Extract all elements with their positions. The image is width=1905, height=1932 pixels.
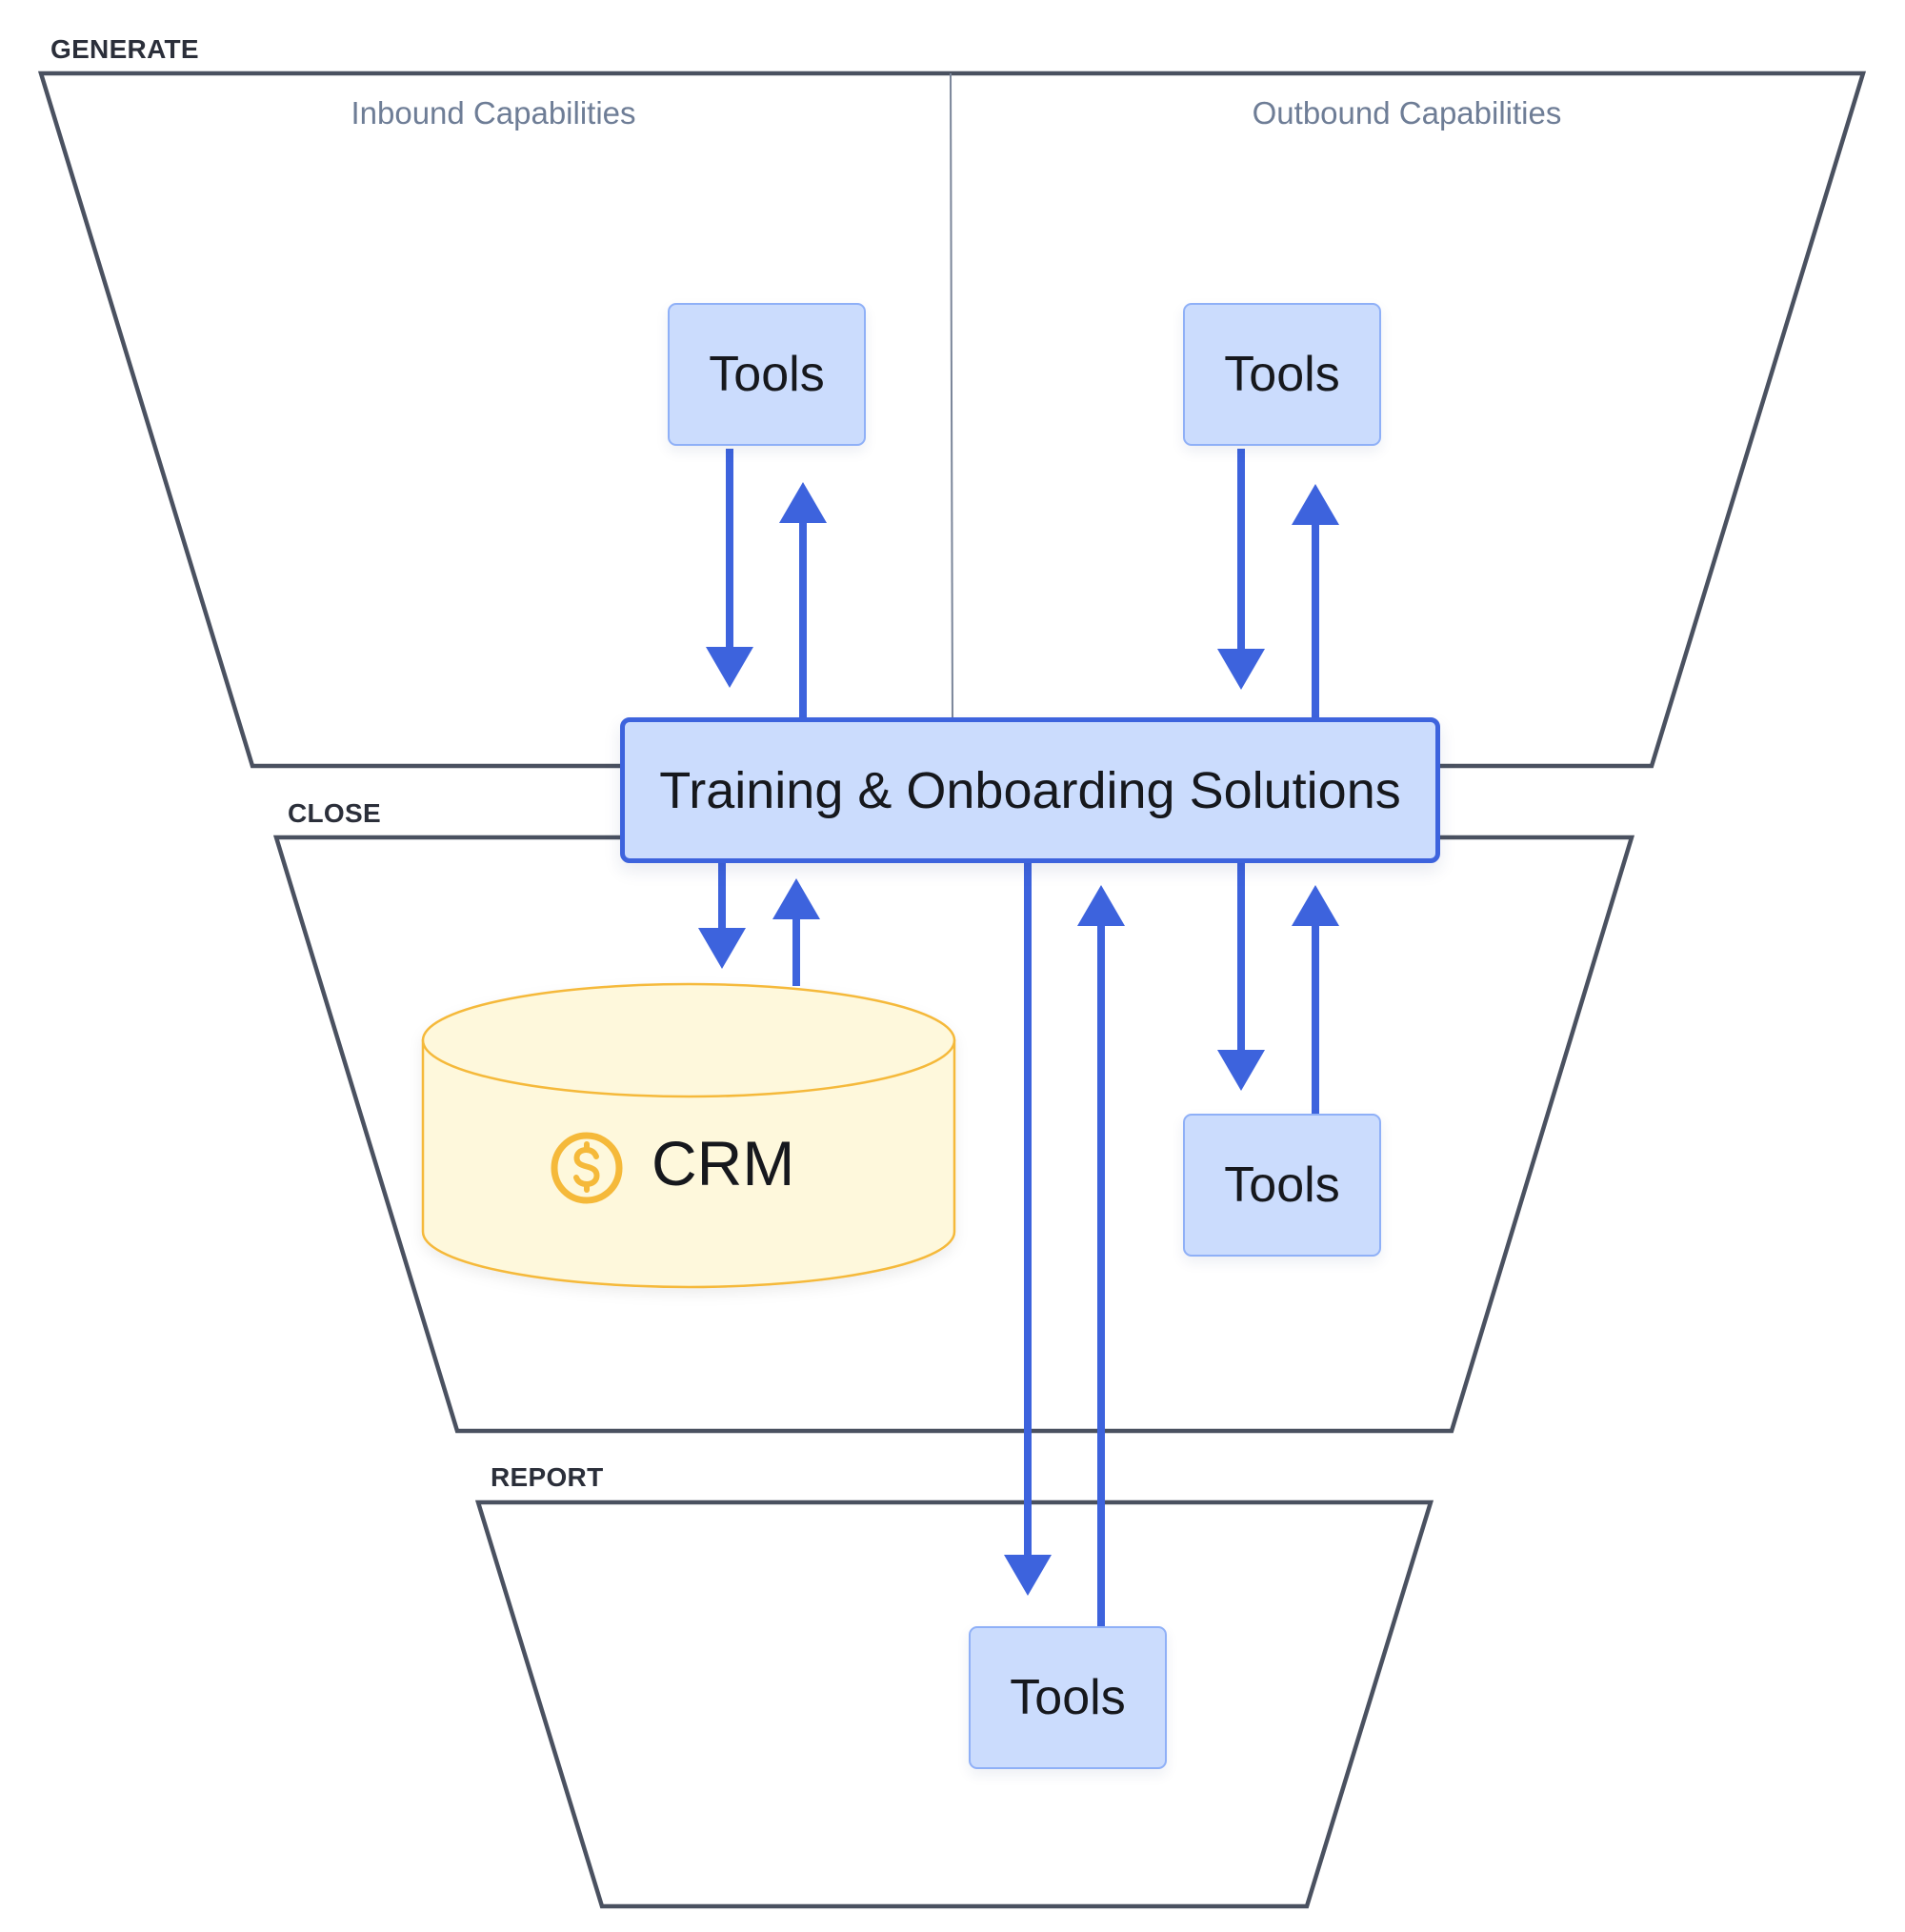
training-onboarding-label: Training & Onboarding Solutions (659, 761, 1401, 819)
generate-divider (950, 72, 953, 718)
arrowhead-icon (1292, 885, 1339, 926)
close-tools-label: Tools (1224, 1157, 1340, 1213)
arrow-inbound-tools-to-training (706, 449, 753, 688)
stage-label-close: CLOSE (288, 798, 381, 828)
inbound-tools-node[interactable]: Tools (668, 303, 866, 446)
arrowhead-icon (1217, 649, 1265, 690)
report-stage-outline (474, 1499, 1434, 1909)
arrowhead-icon (772, 878, 820, 919)
outbound-capabilities-label: Outbound Capabilities (1252, 95, 1562, 131)
outbound-tools-node[interactable]: Tools (1183, 303, 1381, 446)
generate-stage-outline (37, 70, 1867, 769)
crm-database-cylinder[interactable] (421, 982, 956, 1289)
report-tools-node[interactable]: Tools (969, 1626, 1167, 1769)
outbound-tools-label: Tools (1224, 347, 1340, 402)
arrow-training-to-report-tools (1004, 863, 1052, 1596)
report-tools-label: Tools (1010, 1670, 1126, 1725)
arrowhead-icon (779, 482, 827, 523)
inbound-tools-label: Tools (709, 347, 825, 402)
arrowhead-icon (706, 647, 753, 688)
arrow-training-to-outbound-tools (1292, 484, 1339, 717)
stage-label-report: REPORT (491, 1462, 604, 1492)
arrow-training-to-crm (698, 863, 746, 969)
dollar-coin-icon (551, 1132, 623, 1204)
stage-label-generate: GENERATE (50, 34, 199, 64)
inbound-capabilities-label: Inbound Capabilities (351, 95, 636, 131)
arrowhead-icon (1077, 885, 1125, 926)
arrowhead-icon (698, 928, 746, 969)
arrow-close-tools-to-training (1292, 885, 1339, 1114)
close-tools-node[interactable]: Tools (1183, 1114, 1381, 1257)
arrow-training-to-inbound-tools (779, 482, 827, 717)
arrow-training-to-close-tools (1217, 863, 1265, 1091)
arrow-report-tools-to-training (1077, 885, 1125, 1626)
arrowhead-icon (1217, 1050, 1265, 1091)
arrow-crm-to-training (772, 878, 820, 986)
arrowhead-icon (1292, 484, 1339, 525)
training-onboarding-node[interactable]: Training & Onboarding Solutions (620, 717, 1440, 863)
arrow-outbound-tools-to-training (1217, 449, 1265, 690)
arrowhead-icon (1004, 1555, 1052, 1596)
crm-label: CRM (652, 1128, 795, 1198)
